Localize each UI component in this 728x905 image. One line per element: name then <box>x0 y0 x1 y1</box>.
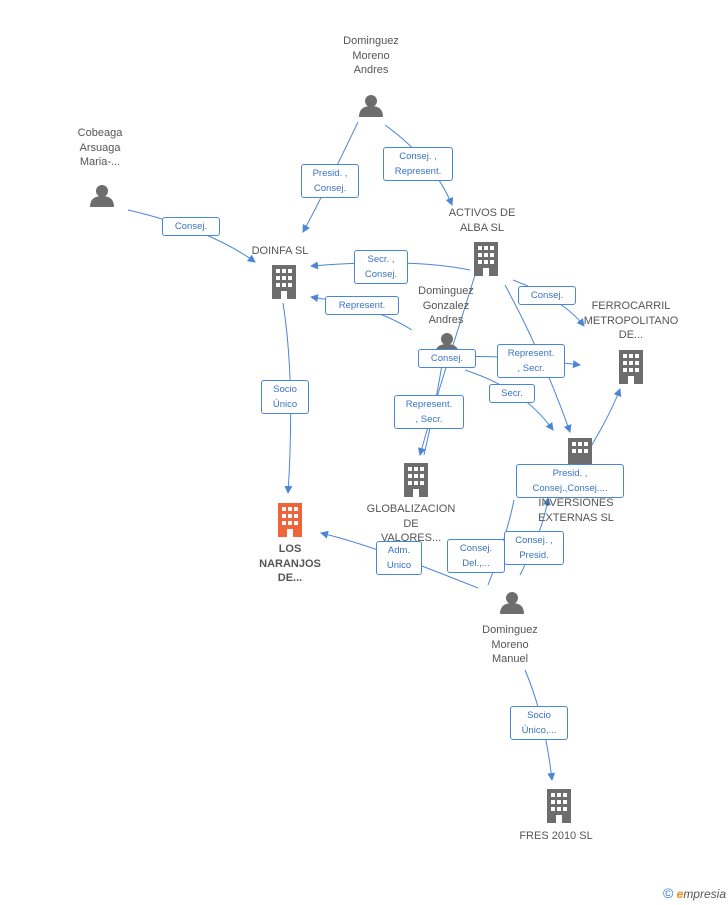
edge-label-e4[interactable]: Secr. , Consej. <box>354 250 408 284</box>
brand-e: e <box>676 887 684 901</box>
copyright-icon: © <box>662 885 674 901</box>
empresia-logo: © empresia <box>663 885 726 901</box>
node-label-inversiones[interactable]: INVERSIONES EXTERNAS SL <box>538 497 614 524</box>
node-label-cobeaga[interactable]: Cobeaga Arsuaga Maria-... <box>77 127 123 168</box>
building-icons <box>272 242 643 823</box>
building-icon-los-naranjos[interactable] <box>278 503 302 537</box>
node-label-dominguez-moreno-manuel[interactable]: Dominguez Moreno Manuel <box>482 624 538 665</box>
edge-label-e14[interactable]: Consej. Del.,... <box>447 539 505 573</box>
building-icon-globalizacion[interactable] <box>404 463 428 497</box>
building-icon-activos-alba[interactable] <box>474 242 498 276</box>
person-icon-dominguez-moreno-manuel[interactable] <box>500 592 524 614</box>
node-label-dominguez-gonzalez[interactable]: Dominguez Gonzalez Andres <box>418 285 474 326</box>
edge-label-e3[interactable]: Consej. <box>162 217 220 236</box>
edge-label-e12[interactable]: Presid. , Consej.,Consej.... <box>516 464 624 498</box>
node-label-doinfa[interactable]: DOINFA SL <box>251 245 309 257</box>
edge-label-e1[interactable]: Presid. , Consej. <box>301 164 359 198</box>
building-icon-ferrocarril[interactable] <box>619 350 643 384</box>
edge-label-e16[interactable]: Socio Único,... <box>510 706 568 740</box>
node-label-dominguez-moreno-andres[interactable]: Dominguez Moreno Andres <box>343 35 399 76</box>
node-label-los-naranjos[interactable]: LOS NARANJOS DE... <box>259 543 321 584</box>
edge-label-e6[interactable]: Consej. <box>518 286 576 305</box>
edge-label-e8[interactable]: Represent. , Secr. <box>497 344 565 378</box>
edge-label-e15[interactable]: Consej. , Presid. <box>504 531 564 565</box>
node-label-activos-alba[interactable]: ACTIVOS DE ALBA SL <box>448 207 516 234</box>
edge-label-e5[interactable]: Represent. <box>325 296 399 315</box>
edge-line-e10 <box>417 274 476 456</box>
building-icon-fres[interactable] <box>547 789 571 823</box>
edge-label-e9[interactable]: Secr. <box>489 384 535 403</box>
edge-label-e2[interactable]: Consej. , Represent. <box>383 147 453 181</box>
edge-label-e11[interactable]: Socio Único <box>261 380 309 414</box>
edge-label-e13[interactable]: Adm. Unico <box>376 541 422 575</box>
edge-label-e10[interactable]: Represent. , Secr. <box>394 395 464 429</box>
node-label-ferrocarril[interactable]: FERROCARRIL METROPOLITANO DE... <box>583 300 679 341</box>
brand-rest: mpresia <box>683 887 726 901</box>
person-icon-dominguez-moreno-andres[interactable] <box>359 95 383 117</box>
building-icon-doinfa[interactable] <box>272 265 296 299</box>
edge-label-e7[interactable]: Consej. <box>418 349 476 368</box>
node-label-fres[interactable]: FRES 2010 SL <box>519 830 593 842</box>
person-icon-cobeaga[interactable] <box>90 185 114 207</box>
